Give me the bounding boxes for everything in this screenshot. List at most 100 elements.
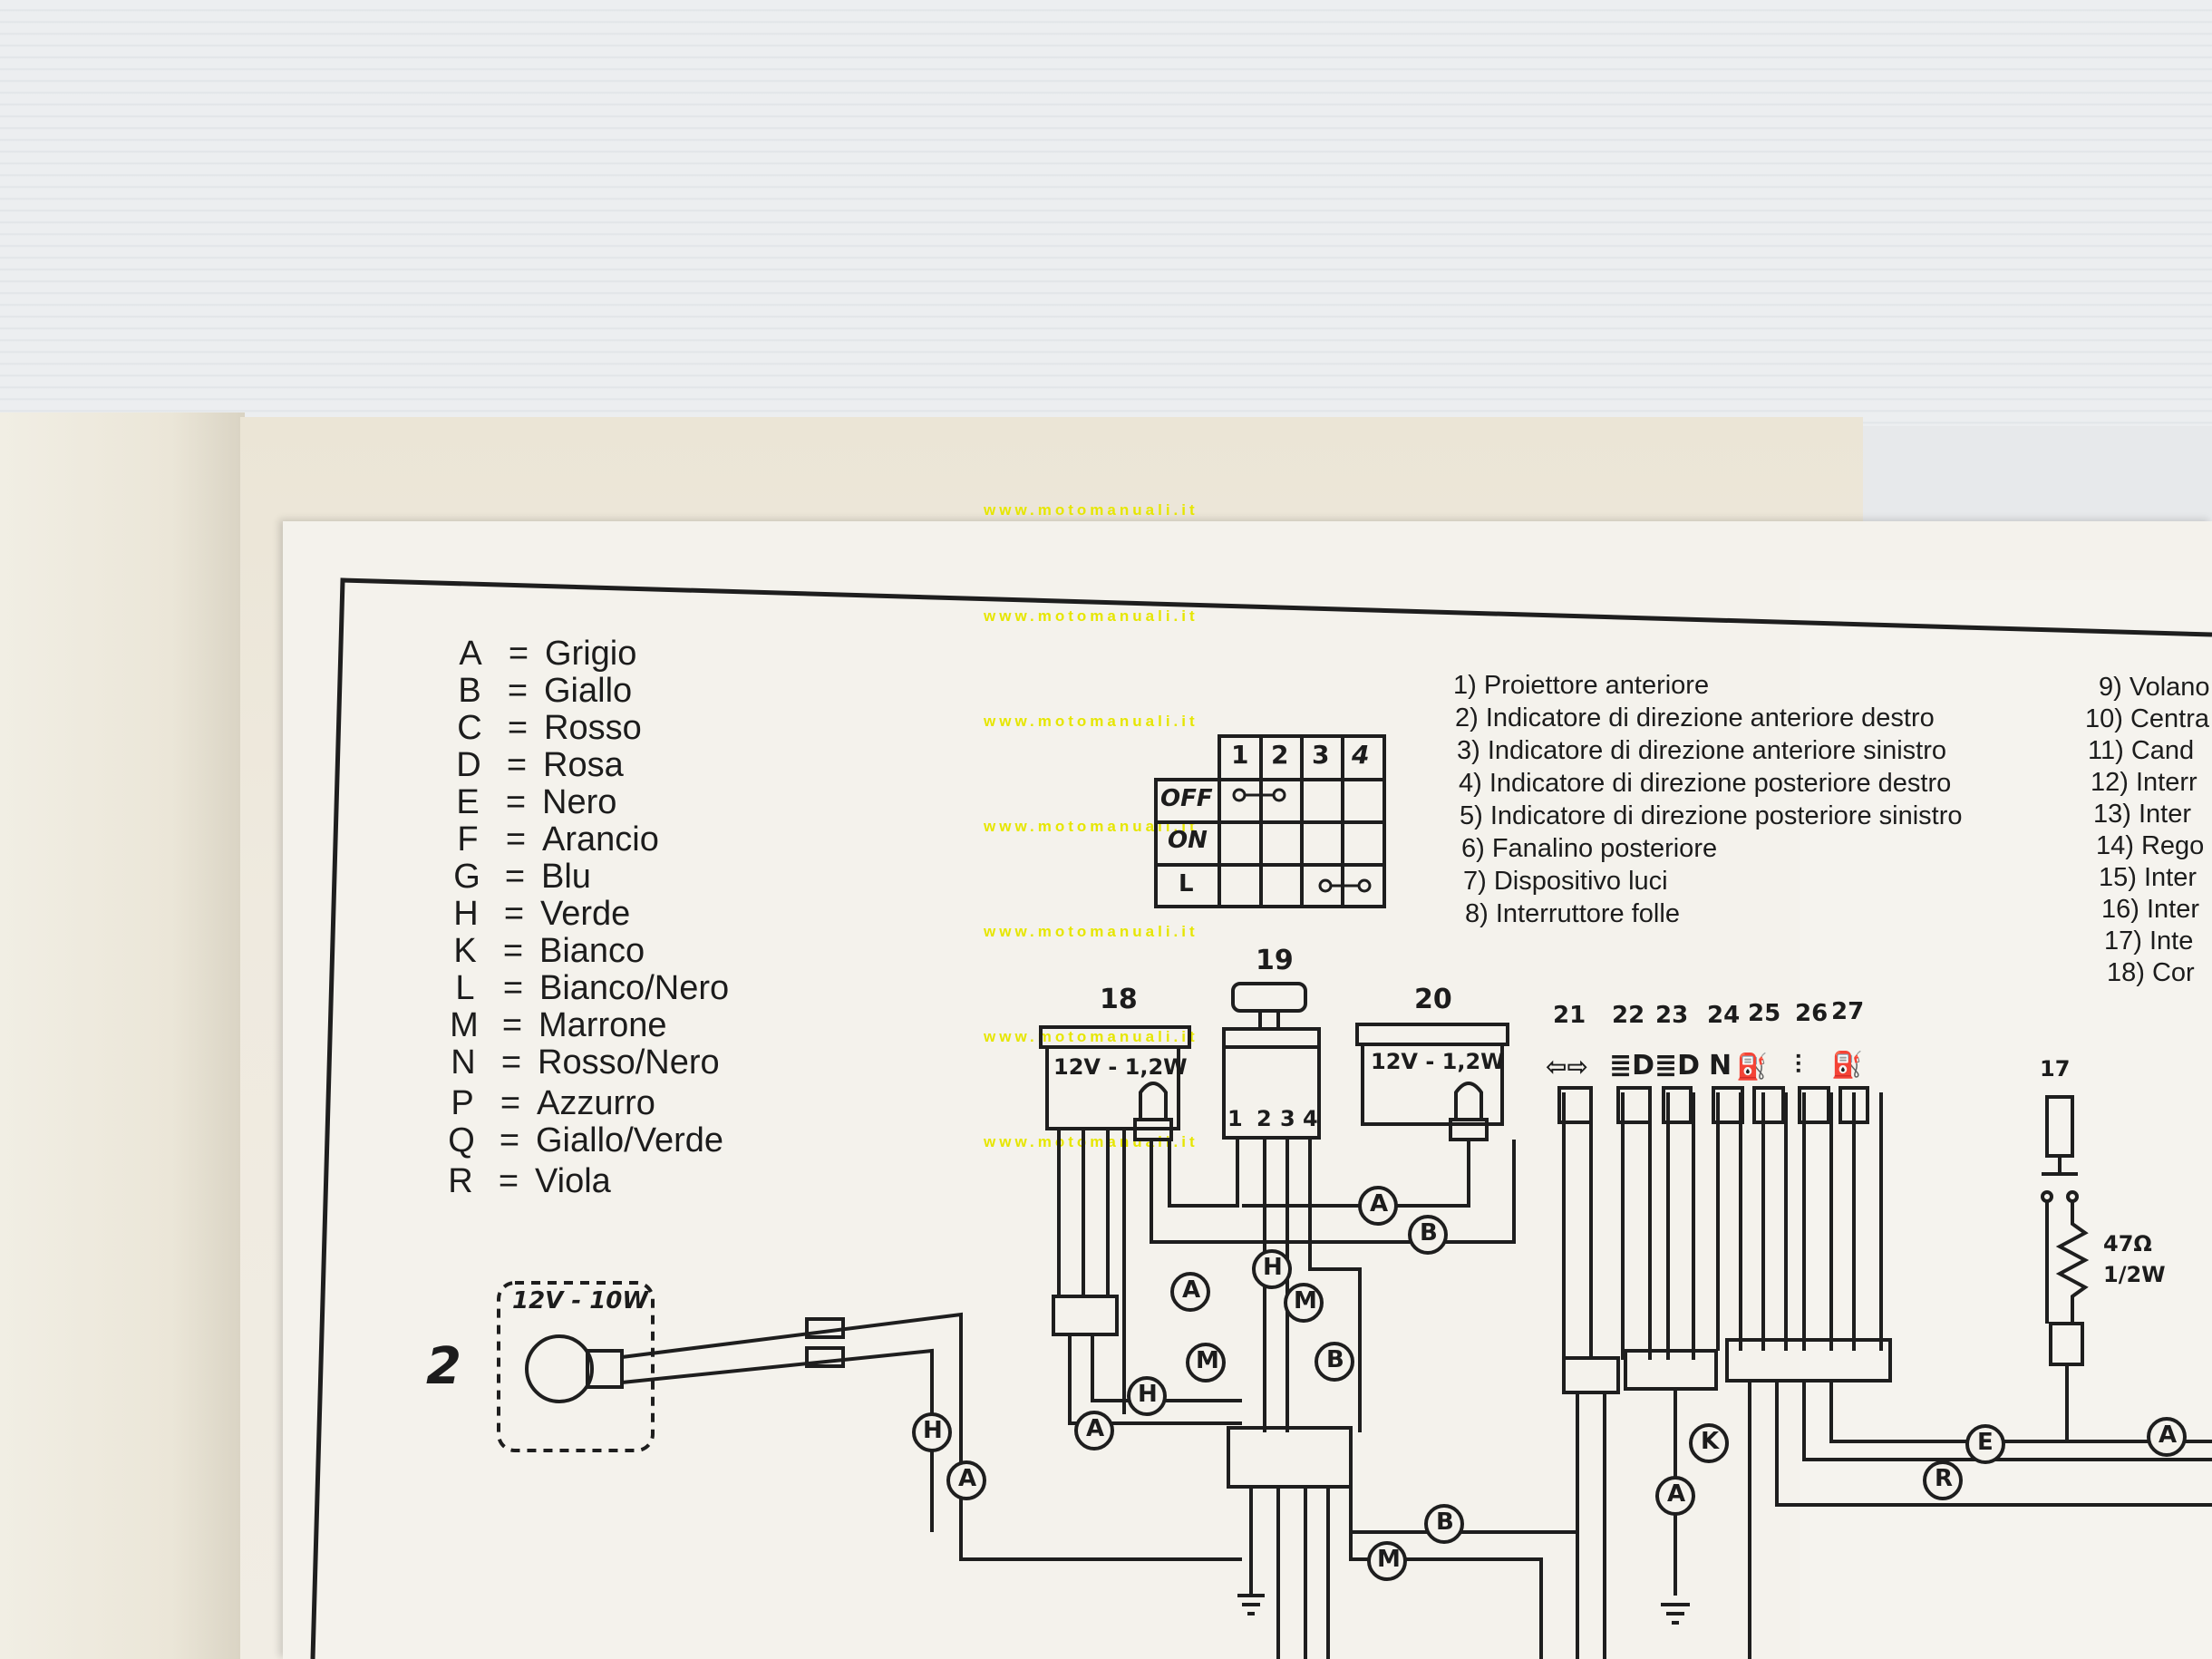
parts-list-item: 1) Proiettore anteriore <box>1453 671 1710 700</box>
wire-label: A <box>1086 1415 1105 1442</box>
parts-list-item: 4) Indicatore di direzione posteriore de… <box>1459 769 1952 798</box>
wire-label: H <box>1138 1381 1158 1408</box>
legend-row-q: Q=Giallo/Verde <box>448 1121 724 1159</box>
component-18-label: 18 <box>1100 984 1138 1015</box>
switch-col-1: 1 <box>1231 740 1249 770</box>
parts-list-right-item: 18) Cor <box>2107 958 2195 987</box>
parts-list-right-item: 15) Inter <box>2099 863 2197 892</box>
lamp-20-housing <box>1355 1023 1509 1141</box>
legend-row-e: E=Nero <box>456 783 617 821</box>
lamp-18-rating: 12V - 1,2W <box>1053 1054 1188 1080</box>
switch-contacts <box>1232 788 1372 893</box>
parts-list-item: 5) Indicatore di direzione posteriore si… <box>1460 801 1963 830</box>
parts-list-right-item: 9) Volano <box>2099 673 2210 702</box>
lamp-2-rating: 12V - 10W <box>512 1287 649 1315</box>
switch-col-3: 3 <box>1312 740 1330 770</box>
wire-label: H <box>923 1417 943 1444</box>
resistor-value: 47Ω <box>2103 1231 2152 1256</box>
watermark: www.motomanuali.it <box>984 713 1198 730</box>
switch-table-grid <box>1154 734 1386 908</box>
wire-label: M <box>1377 1546 1401 1573</box>
wire-label: H <box>1263 1254 1283 1281</box>
component-17-label: 17 <box>2040 1056 2071 1082</box>
lamp-2-housing <box>497 1281 655 1452</box>
wire-label: B <box>1436 1509 1454 1536</box>
watermark: www.motomanuali.it <box>984 818 1198 835</box>
low-beam-icon: ≣D <box>1654 1050 1701 1082</box>
oil-can-icon: ⛽ <box>1736 1052 1768 1082</box>
temperature-icon: ⫶ <box>1795 1050 1802 1080</box>
watermark: www.motomanuali.it <box>984 1133 1198 1150</box>
legend-row-h: H=Verde <box>453 895 631 933</box>
parts-list-item: 7) Dispositivo luci <box>1463 867 1668 896</box>
legend-row-f: F=Arancio <box>457 820 659 859</box>
wire-harness <box>621 1086 2212 1659</box>
lamp-18-housing <box>1039 1025 1191 1141</box>
switch-col-2: 2 <box>1271 740 1289 770</box>
resistor-power: 1/2W <box>2103 1262 2166 1287</box>
legend-row-p: P=Azzurro <box>451 1084 655 1122</box>
watermark: www.motomanuali.it <box>984 1028 1198 1045</box>
switch-19-terminal-4: 4 <box>1303 1106 1318 1131</box>
switch-row-on: ON <box>1168 827 1208 854</box>
diagram-frame <box>310 577 2212 1659</box>
component-2-label: 2 <box>426 1337 461 1396</box>
component-25-label: 25 <box>1748 1000 1781 1027</box>
component-24-label: 24 <box>1707 1002 1741 1029</box>
legend-row-d: D=Rosa <box>456 746 624 784</box>
manual-left-page <box>0 412 245 1659</box>
component-19-label: 19 <box>1256 945 1294 976</box>
legend-row-g: G=Blu <box>453 858 591 896</box>
wire-label: A <box>2159 1421 2178 1449</box>
legend-row-l: L=Bianco/Nero <box>455 969 730 1007</box>
high-beam-icon: ≣D <box>1609 1050 1655 1082</box>
watermark: www.motomanuali.it <box>984 923 1198 940</box>
switch-19-terminal-3: 3 <box>1280 1106 1295 1131</box>
parts-list-right-item: 12) Interr <box>2091 768 2197 797</box>
component-21-label: 21 <box>1553 1002 1586 1029</box>
component-22-label: 22 <box>1612 1002 1645 1029</box>
switch-19-terminal-2: 2 <box>1256 1106 1272 1131</box>
parts-list-right-item: 10) Centra <box>2085 704 2210 733</box>
switch-row-l: L <box>1179 870 1194 897</box>
legend-row-b: B=Giallo <box>458 672 633 710</box>
component-20-label: 20 <box>1414 984 1452 1015</box>
fuel-pump-icon: ⛽ <box>1831 1050 1863 1080</box>
wire-label: B <box>1326 1346 1344 1373</box>
wire-label: K <box>1701 1428 1720 1455</box>
parts-list-right-item: 17) Inte <box>2104 927 2194 956</box>
lamp-20-rating: 12V - 1,2W <box>1371 1049 1505 1074</box>
parts-list-item: 8) Interruttore folle <box>1465 899 1680 928</box>
parts-list-item: 6) Fanalino posteriore <box>1461 834 1718 863</box>
wire-label: A <box>1370 1190 1389 1218</box>
parts-list-right-item: 14) Rego <box>2096 831 2205 860</box>
turn-signal-icon: ⇦⇨ <box>1546 1052 1588 1082</box>
legend-row-r: R=Viola <box>448 1162 611 1200</box>
component-23-label: 23 <box>1655 1002 1689 1029</box>
switch-row-off: OFF <box>1160 785 1213 812</box>
neutral-indicator: N <box>1709 1050 1732 1082</box>
wire-label: A <box>958 1465 977 1492</box>
wire-label: M <box>1196 1347 1219 1374</box>
wire-label: R <box>1935 1465 1954 1492</box>
wire-label: M <box>1294 1287 1317 1315</box>
wire-label: B <box>1420 1219 1438 1247</box>
background-surface <box>0 0 2212 426</box>
wire-label: E <box>1977 1429 1994 1456</box>
parts-list-right-item: 13) Inter <box>2093 800 2191 829</box>
parts-list-right-item: 16) Inter <box>2101 895 2199 924</box>
switch-col-4: 4 <box>1352 740 1370 770</box>
wire-label: A <box>1667 1480 1686 1508</box>
legend-row-m: M=Marrone <box>450 1006 667 1044</box>
component-26-label: 26 <box>1795 1000 1829 1027</box>
watermark: www.motomanuali.it <box>984 501 1198 519</box>
legend-row-n: N=Rosso/Nero <box>451 1043 720 1082</box>
parts-list-item: 3) Indicatore di direzione anteriore sin… <box>1457 736 1946 765</box>
legend-row-c: C=Rosso <box>457 709 642 747</box>
parts-list-item: 2) Indicatore di direzione anteriore des… <box>1455 703 1935 732</box>
component-27-label: 27 <box>1831 998 1865 1025</box>
parts-list-right-item: 11) Cand <box>2088 736 2195 765</box>
wire-label: A <box>1182 1276 1201 1304</box>
switch-19-body <box>1222 982 1321 1140</box>
